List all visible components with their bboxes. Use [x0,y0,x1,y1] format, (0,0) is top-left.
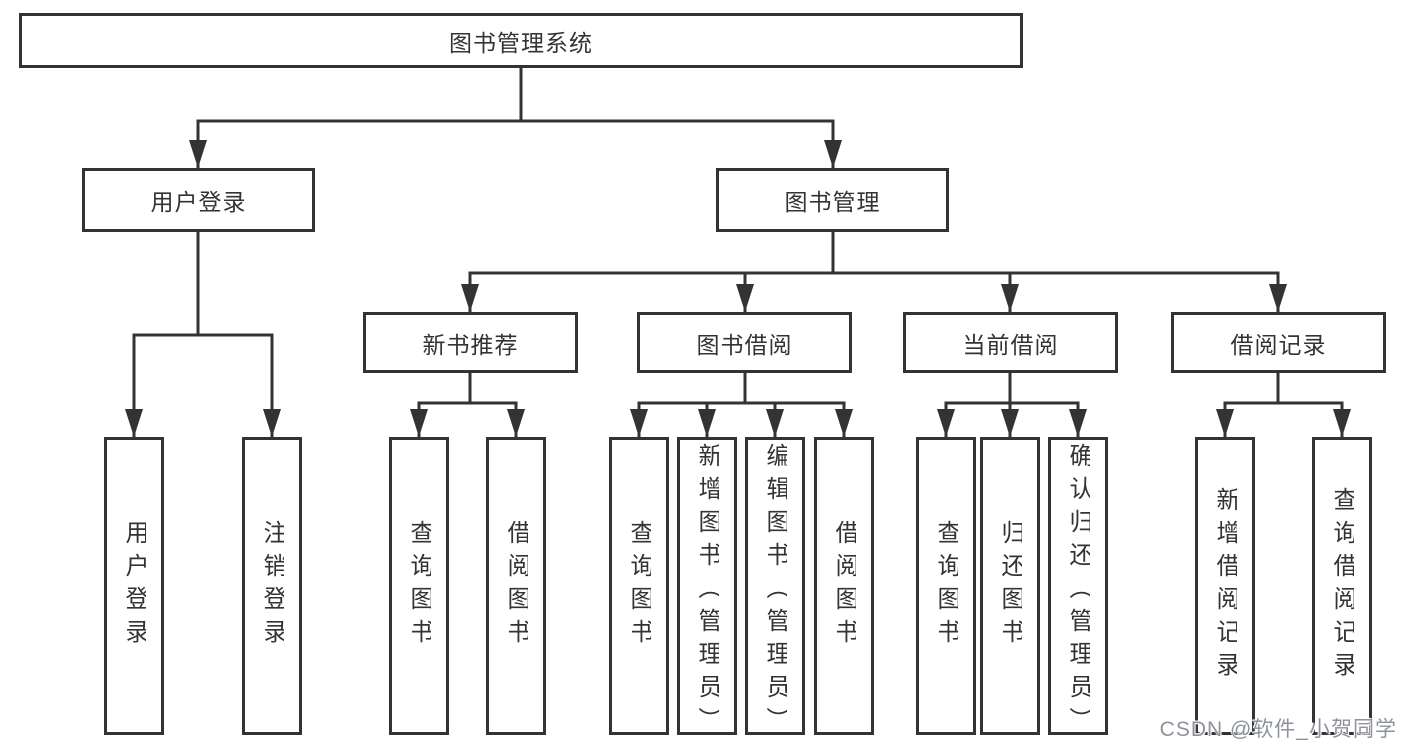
leaf-add-book-admin: 新增图书（管理员） [677,437,737,735]
leaf-query-books-borrow: 查询图书 [609,437,669,735]
node-label: 确认归还（管理员） [1066,443,1090,729]
leaf-borrow-books-recommend: 借阅图书 [486,437,546,735]
leaf-query-borrow-record: 查询借阅记录 [1312,437,1372,735]
node-label: 当前借阅 [962,331,1059,358]
node-label: 新增图书（管理员） [695,443,719,729]
node-label: 归还图书 [998,520,1022,652]
leaf-add-borrow-record: 新增借阅记录 [1195,437,1255,735]
leaf-edit-book-admin: 编辑图书（管理员） [745,437,805,735]
node-book-management: 图书管理 [716,168,949,232]
node-label: 查询图书 [627,520,651,652]
node-label: 用户登录 [122,520,146,652]
node-library-management-system: 图书管理系统 [19,13,1023,68]
node-label: 图书管理系统 [449,29,593,56]
node-current-borrow: 当前借阅 [903,312,1118,373]
leaf-user-login: 用户登录 [104,437,164,735]
leaf-query-books-recommend: 查询图书 [389,437,449,735]
node-label: 借阅图书 [832,520,856,652]
node-label: 查询借阅记录 [1330,487,1354,685]
node-label: 查询图书 [407,520,431,652]
csdn-watermark: CSDN @软件_小贺同学 [1159,718,1397,741]
leaf-return-books: 归还图书 [980,437,1040,735]
leaf-logout-login: 注销登录 [242,437,302,735]
node-new-book-recommend: 新书推荐 [363,312,578,373]
node-label: 新增借阅记录 [1213,487,1237,685]
node-user-login: 用户登录 [82,168,315,232]
leaf-confirm-return-admin: 确认归还（管理员） [1048,437,1108,735]
node-label: 图书借阅 [696,331,793,358]
node-label: 新书推荐 [422,331,519,358]
node-label: 查询图书 [934,520,958,652]
node-label: 编辑图书（管理员） [763,443,787,729]
node-label: 用户登录 [150,189,247,215]
node-label: 借阅图书 [504,520,528,652]
node-borrow-records: 借阅记录 [1171,312,1386,373]
node-label: 借阅记录 [1230,331,1327,358]
node-label: 注销登录 [260,520,284,652]
node-label: 图书管理 [784,189,881,215]
node-book-borrow: 图书借阅 [637,312,852,373]
leaf-query-books-current: 查询图书 [916,437,976,735]
leaf-borrow-books: 借阅图书 [814,437,874,735]
